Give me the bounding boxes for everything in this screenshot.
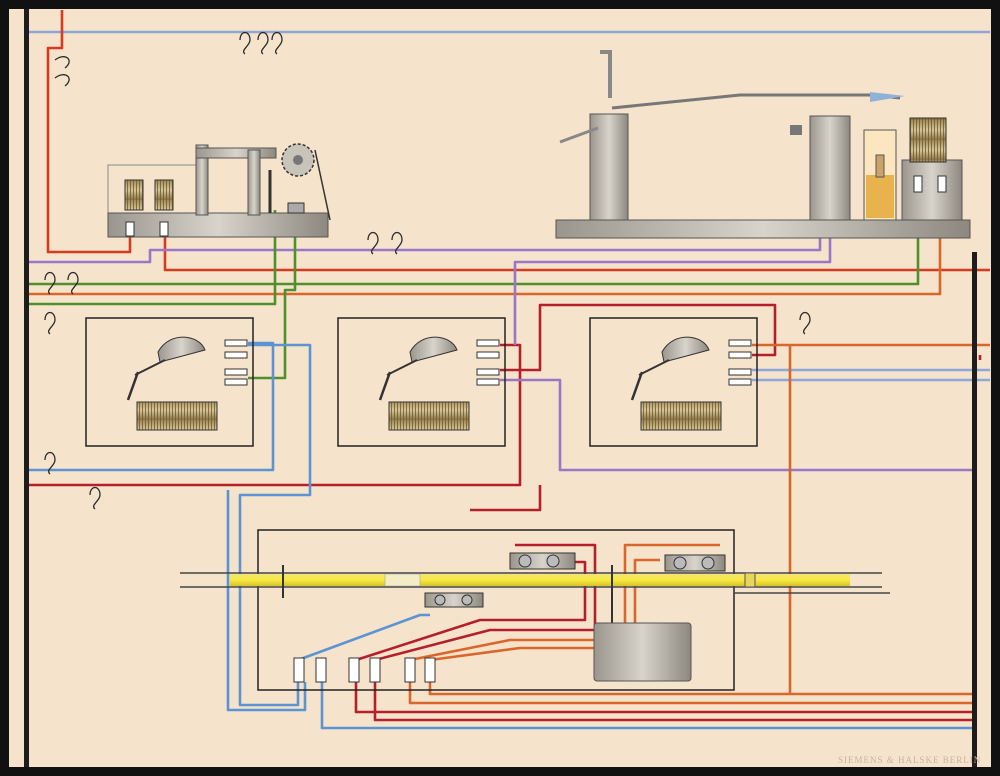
wire-darkred-main (28, 343, 522, 487)
recorder-base (555, 219, 971, 239)
printer-signature: SIEMENS & HALSKE BERLIN (838, 755, 981, 765)
wire-purple-right (500, 378, 975, 472)
wire-darkred-bottom2 (373, 682, 975, 722)
rail-segment-left (230, 574, 385, 586)
wire-orange-bottom (408, 682, 975, 705)
busbar-right (972, 252, 977, 767)
terminal-row (293, 657, 436, 683)
wire-panel-lightblue (297, 613, 430, 662)
wire-darkred-relay (500, 303, 777, 372)
wire-lightblue-down2 (226, 490, 307, 712)
wire-darkred-bottom (354, 682, 975, 714)
telegraph-receiver (107, 143, 331, 238)
wire-panel-darkred-1 (355, 560, 587, 662)
wire-green-bottom (28, 210, 277, 306)
wire-lightblue-down (238, 343, 312, 707)
wire-darkred-down (470, 485, 542, 512)
wire-red-left (46, 10, 132, 254)
battery-box (593, 622, 692, 682)
wire-loops (44, 31, 811, 510)
relay-box-1 (85, 317, 254, 447)
relay-box-2 (337, 317, 506, 447)
wire-red-receiver (163, 235, 990, 272)
rail-contact-panel (180, 529, 890, 691)
wire-blue-mid (28, 341, 275, 472)
rail-segment-right (420, 574, 850, 586)
busbar-left (24, 9, 29, 767)
receiver-base (107, 212, 329, 238)
relay-box-3 (589, 317, 758, 447)
recording-instrument (555, 50, 971, 239)
wire-orange-bottom2 (428, 682, 975, 696)
wire-lightblue-bottom (320, 682, 975, 730)
